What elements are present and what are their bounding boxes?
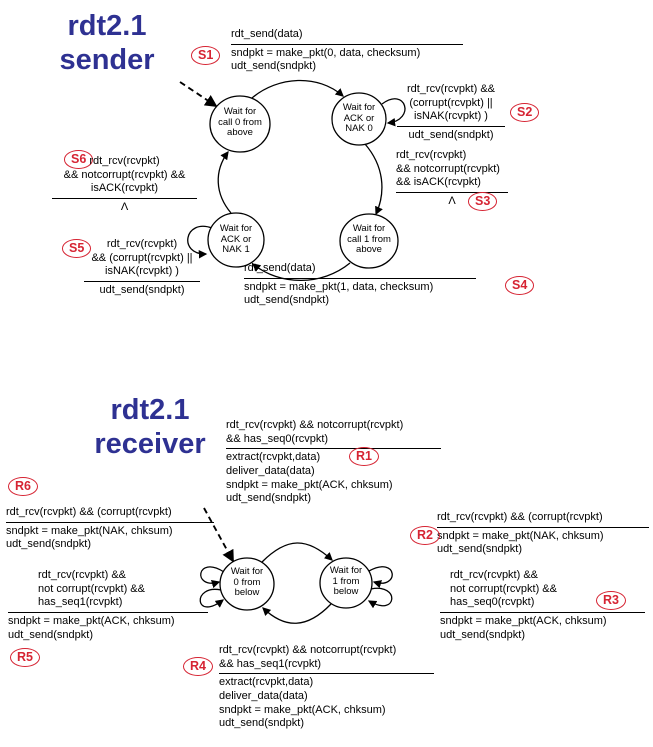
receiver-initial-state-arrow: [203, 507, 234, 563]
transition-condition: rdt_rcv(rcvpkt) && (corrupt(rcvpkt) || i…: [84, 238, 200, 282]
badge-s4: S4: [505, 276, 535, 295]
state-label-wait-call1: Wait for call 1 from above: [347, 223, 391, 256]
receiver-arc-r1: [261, 542, 333, 563]
transition-label-s2: rdt_rcv(rcvpkt) && (corrupt(rcvpkt) || i…: [397, 83, 505, 143]
transition-label-r4: rdt_rcv(rcvpkt) && notcorrupt(rcvpkt) &&…: [219, 644, 434, 731]
receiver-arc-r4: [262, 603, 332, 624]
sender-arc-s4: [252, 262, 351, 281]
state-circle-wait0: [219, 557, 275, 611]
transition-action: udt_send(sndpkt): [408, 128, 494, 141]
sender-title: rdt2.1 sender: [59, 10, 155, 76]
badge-s3: S3: [468, 192, 498, 211]
badge-r4: R4: [183, 657, 213, 676]
badge-s6: S6: [64, 150, 94, 169]
state-label-wait-0-below: Wait for 0 from below: [230, 566, 264, 599]
transition-action: sndpkt = make_pkt(0, data, checksum) udt…: [231, 46, 421, 73]
sender-arc-s6: [217, 150, 232, 214]
state-label-wait-acknak0: Wait for ACK or NAK 0: [342, 102, 376, 135]
badge-s1: S1: [191, 46, 221, 65]
receiver-fsm-graphics: [199, 507, 393, 624]
sender-selfloop-s2: [381, 98, 406, 127]
transition-action: sndpkt = make_pkt(1, data, checksum) udt…: [244, 280, 434, 307]
state-label-wait-1-below: Wait for 1 from below: [329, 565, 363, 598]
badge-s5: S5: [62, 239, 92, 258]
receiver-selfloop-right-lower: [367, 587, 393, 609]
sender-selfloop-s5: [187, 225, 213, 259]
transition-action: extract(rcvpkt,data) deliver_data(data) …: [226, 451, 393, 505]
transition-condition: rdt_rcv(rcvpkt) && (corrupt(rcvpkt): [437, 511, 649, 528]
sender-arc-s1: [251, 79, 344, 99]
transition-action: sndpkt = make_pkt(NAK, chksum) udt_send(…: [437, 529, 604, 556]
transition-label-r3: rdt_rcv(rcvpkt) && not corrupt(rcvpkt) &…: [440, 569, 645, 642]
transition-label-r1: rdt_rcv(rcvpkt) && notcorrupt(rcvpkt) &&…: [226, 419, 441, 506]
transition-action: udt_send(sndpkt): [99, 283, 185, 296]
badge-r6: R6: [8, 477, 38, 496]
transition-condition: rdt_rcv(rcvpkt) && not corrupt(rcvpkt) &…: [8, 569, 208, 613]
transition-condition: rdt_rcv(rcvpkt) && notcorrupt(rcvpkt) &&…: [52, 155, 197, 199]
state-circle-wait1: [319, 557, 373, 609]
sender-initial-state-arrow: [179, 81, 218, 108]
transition-label-r5: rdt_rcv(rcvpkt) && not corrupt(rcvpkt) &…: [8, 569, 208, 642]
transition-action: Λ: [120, 200, 129, 213]
badge-s2: S2: [510, 103, 540, 122]
badge-r3: R3: [596, 591, 626, 610]
transition-label-s4: rdt_send(data) sndpkt = make_pkt(1, data…: [244, 262, 476, 308]
transition-label-s1: rdt_send(data) sndpkt = make_pkt(0, data…: [231, 28, 463, 74]
state-label-wait-acknak1: Wait for ACK or NAK 1: [219, 223, 253, 256]
state-circle-acknak1: [207, 212, 265, 268]
receiver-selfloop-left-upper: [200, 566, 225, 589]
transition-action: sndpkt = make_pkt(ACK, chksum) udt_send(…: [8, 614, 175, 641]
transition-label-s5: rdt_rcv(rcvpkt) && (corrupt(rcvpkt) || i…: [84, 238, 200, 298]
state-label-wait-call0: Wait for call 0 from above: [218, 106, 262, 139]
state-circle-acknak0: [331, 92, 387, 146]
transition-action: sndpkt = make_pkt(NAK, chksum) udt_send(…: [6, 524, 173, 551]
badge-r1: R1: [349, 447, 379, 466]
transition-label-r2: rdt_rcv(rcvpkt) && (corrupt(rcvpkt) sndp…: [437, 511, 649, 557]
sender-fsm-graphics: [179, 79, 406, 281]
badge-r5: R5: [10, 648, 40, 667]
transition-action: sndpkt = make_pkt(ACK, chksum) udt_send(…: [440, 614, 607, 641]
transition-action: extract(rcvpkt,data) deliver_data(data) …: [219, 676, 386, 730]
transition-condition: rdt_rcv(rcvpkt) && (corrupt(rcvpkt): [6, 506, 214, 523]
receiver-selfloop-right-upper: [368, 566, 393, 589]
transition-condition: rdt_rcv(rcvpkt) && notcorrupt(rcvpkt) &&…: [219, 644, 434, 675]
transition-label-s6: rdt_rcv(rcvpkt) && notcorrupt(rcvpkt) &&…: [52, 155, 197, 215]
badge-r2: R2: [410, 526, 440, 545]
transition-condition: rdt_send(data): [231, 28, 463, 45]
receiver-selfloop-left-lower: [199, 588, 225, 608]
state-circle-call1: [339, 213, 399, 269]
state-circle-call0: [209, 95, 271, 153]
sender-arc-s3: [364, 143, 383, 216]
receiver-title: rdt2.1 receiver: [94, 394, 206, 460]
transition-label-s3: rdt_rcv(rcvpkt) && notcorrupt(rcvpkt) &&…: [396, 149, 508, 209]
transition-label-r6: rdt_rcv(rcvpkt) && (corrupt(rcvpkt) sndp…: [6, 506, 214, 552]
transition-condition: rdt_rcv(rcvpkt) && notcorrupt(rcvpkt) &&…: [396, 149, 508, 193]
transition-condition: rdt_rcv(rcvpkt) && not corrupt(rcvpkt) &…: [440, 569, 645, 613]
transition-condition: rdt_rcv(rcvpkt) && (corrupt(rcvpkt) || i…: [397, 83, 505, 127]
transition-condition: rdt_rcv(rcvpkt) && notcorrupt(rcvpkt) &&…: [226, 419, 441, 450]
transition-condition: rdt_send(data): [244, 262, 476, 279]
transition-action: Λ: [448, 194, 456, 207]
